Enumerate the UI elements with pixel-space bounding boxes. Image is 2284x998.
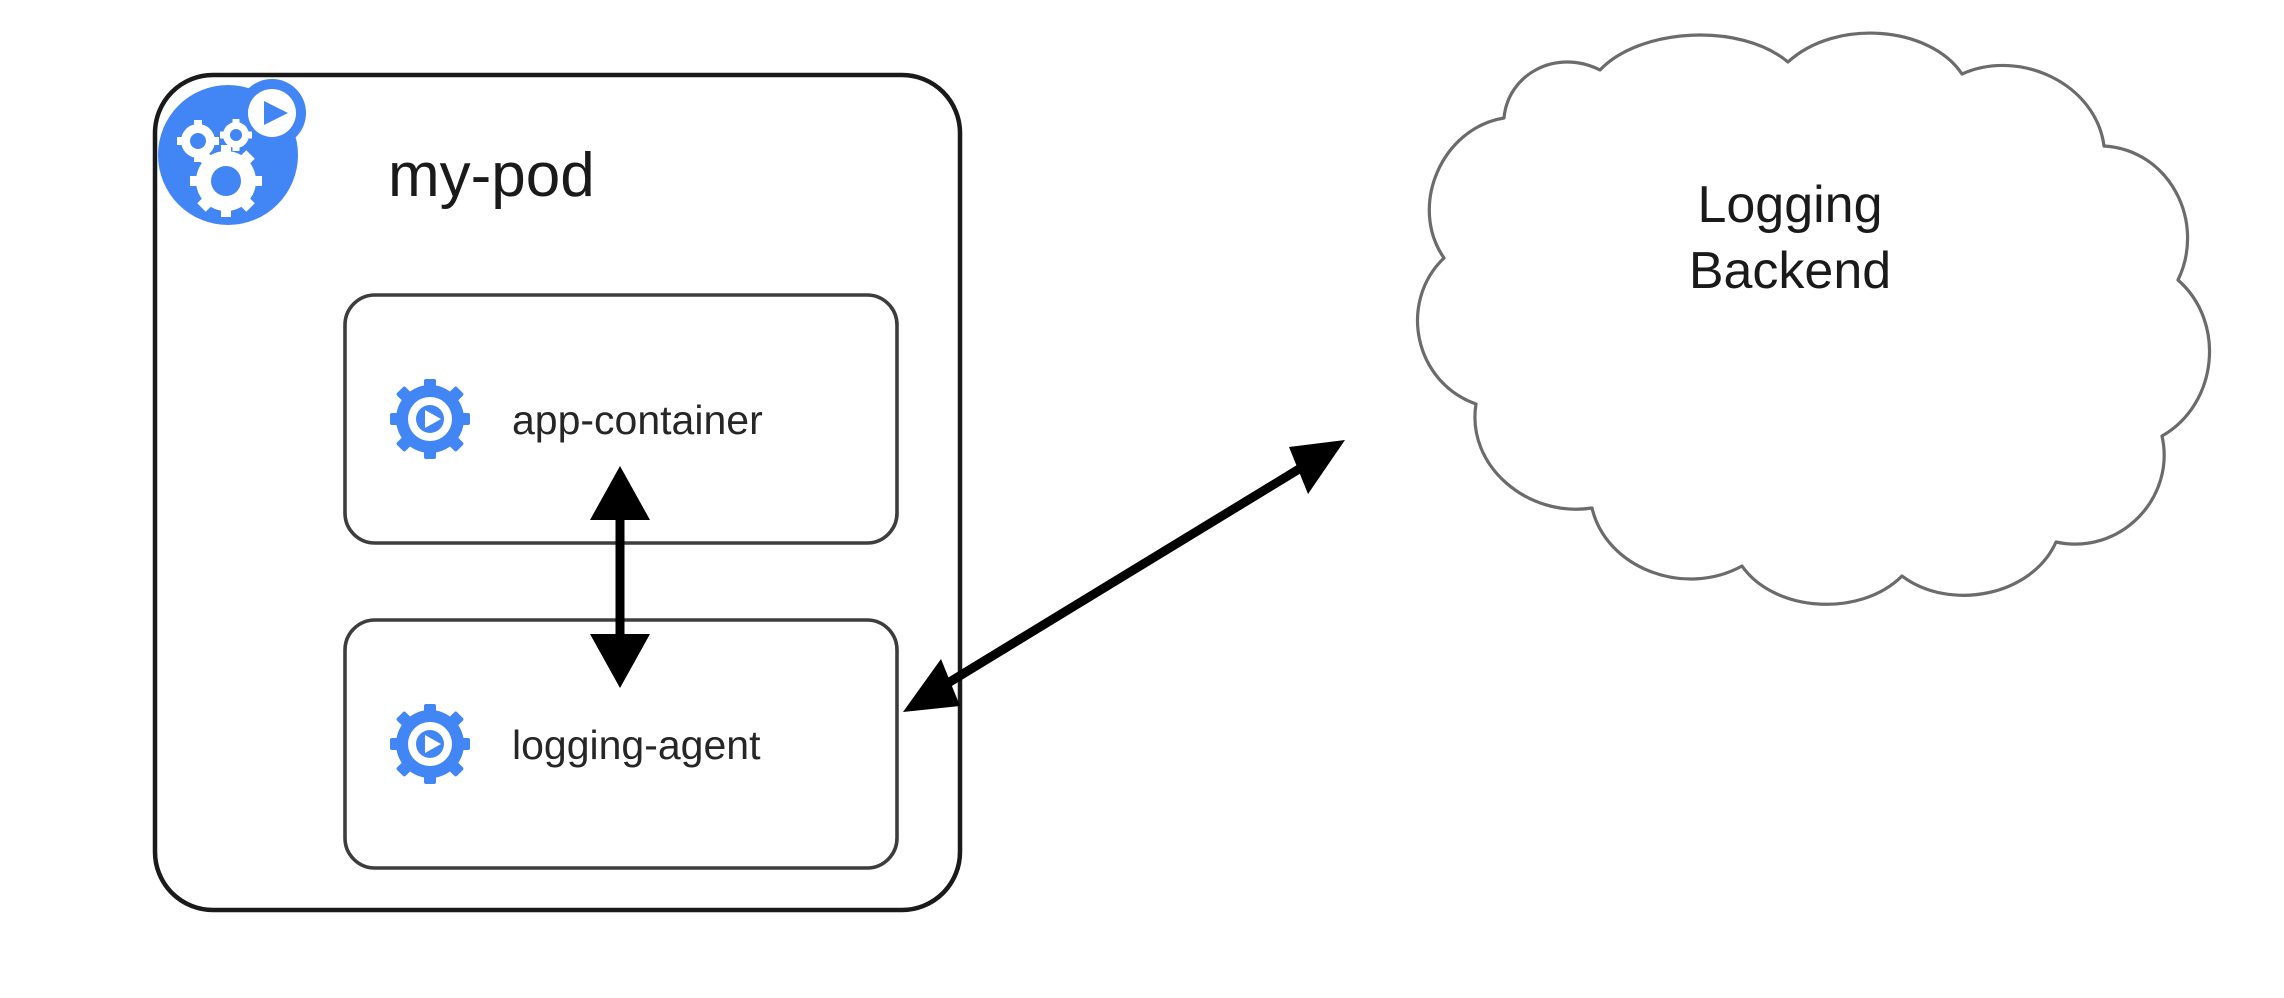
cloud-shape[interactable] (1415, 31, 2212, 606)
container-label-logging-agent: logging-agent (512, 722, 761, 768)
container-gear-play-icon-agent (390, 704, 470, 784)
cloud-label-line2: Backend (1689, 242, 1891, 300)
container-gear-play-icon-app (390, 379, 470, 459)
connector-agent-to-backend (903, 440, 1345, 712)
connector-app-to-agent (590, 466, 650, 688)
container-label-app-container: app-container (512, 397, 763, 443)
pod-title: my-pod (388, 141, 595, 210)
cloud-label-line1: Logging (1697, 176, 1882, 234)
